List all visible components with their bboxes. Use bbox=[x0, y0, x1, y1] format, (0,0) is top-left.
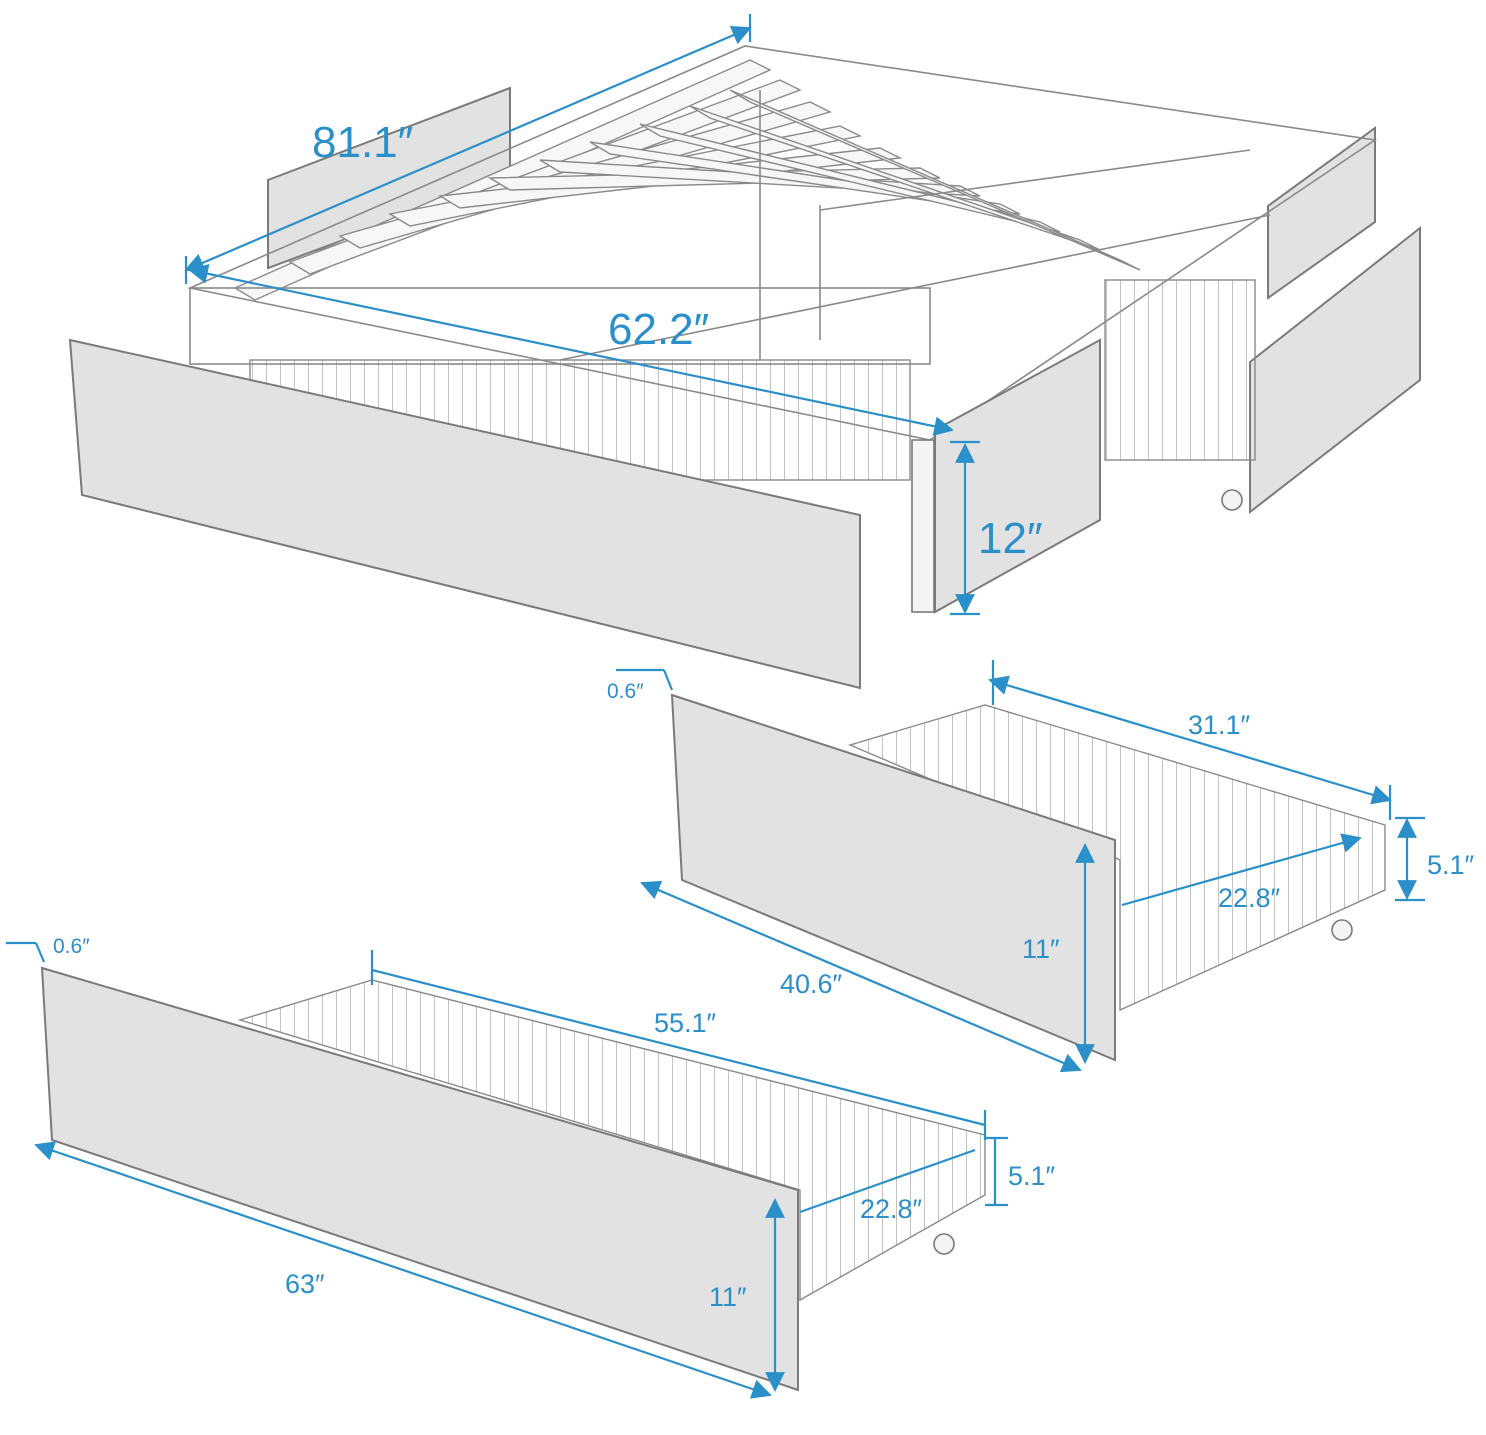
under-bed-basket-right bbox=[1104, 279, 1256, 461]
right-end-panel-back bbox=[1267, 126, 1376, 300]
small-drawer-basket bbox=[847, 704, 1386, 1012]
bed-frame bbox=[68, 45, 1421, 690]
small-drawer-panel-length-label: 40.6″ bbox=[780, 969, 843, 999]
large-drawer bbox=[40, 966, 986, 1392]
bed-width-label: 62.2″ bbox=[608, 305, 709, 354]
bed-foot-rail bbox=[189, 287, 931, 365]
small-drawer-depth-label: 31.1″ bbox=[1188, 710, 1251, 740]
bed-height-label: 12″ bbox=[978, 514, 1043, 563]
small-drawer-inner-width-label: 22.8″ bbox=[1218, 883, 1281, 913]
small-drawer-dimension-lines bbox=[616, 660, 1425, 1073]
large-drawer-inner-width-label: 22.8″ bbox=[860, 1194, 923, 1224]
bed-dimension-lines bbox=[184, 14, 980, 616]
caster-wheel-icon bbox=[1221, 489, 1243, 511]
bed-length-label: 81.1″ bbox=[312, 118, 413, 167]
caster-wheel-icon bbox=[933, 1233, 955, 1255]
small-drawer-panel-height-label: 11″ bbox=[1022, 934, 1060, 964]
right-drawer-front-panel bbox=[1249, 225, 1421, 515]
large-drawer-height-label: 5.1″ bbox=[1008, 1161, 1056, 1191]
bed-leg bbox=[911, 439, 935, 613]
large-drawer-thickness-label: 0.6″ bbox=[53, 935, 90, 958]
small-drawer bbox=[670, 693, 1386, 1062]
large-drawer-panel-height-label: 11″ bbox=[709, 1282, 747, 1312]
large-drawer-dimension-lines bbox=[6, 941, 1008, 1399]
side-rail bbox=[934, 338, 1101, 614]
small-drawer-thickness-label: 0.6″ bbox=[607, 680, 644, 703]
large-drawer-panel-length-label: 63″ bbox=[285, 1269, 325, 1299]
caster-wheel-icon bbox=[1331, 919, 1353, 941]
small-drawer-height-label: 5.1″ bbox=[1427, 850, 1475, 880]
large-drawer-depth-label: 55.1″ bbox=[654, 1008, 717, 1038]
